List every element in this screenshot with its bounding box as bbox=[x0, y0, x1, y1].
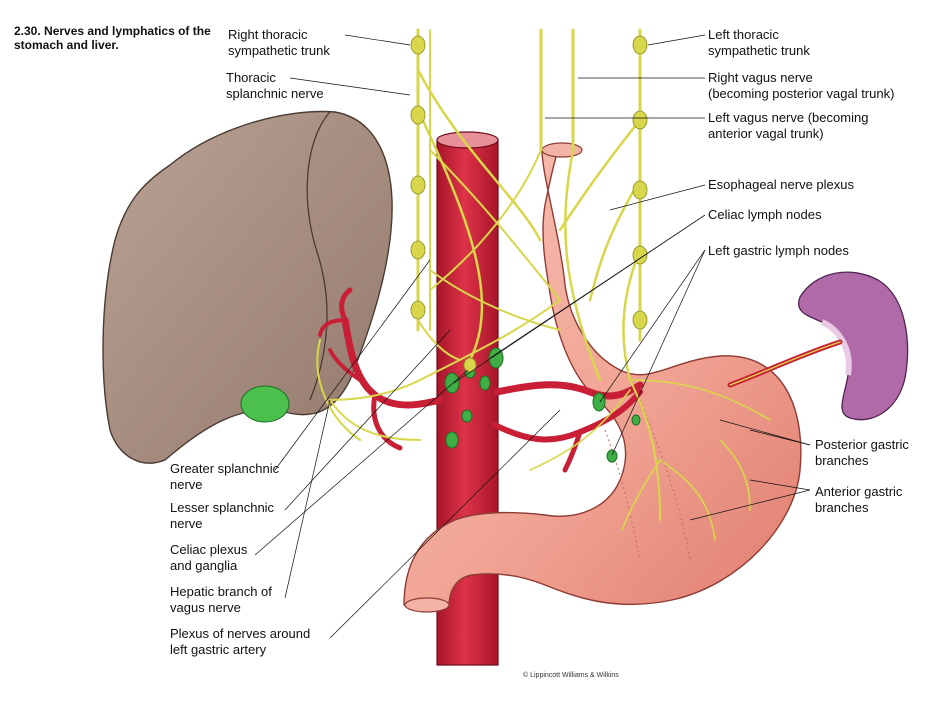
label-greater-splanchnic-nerve: Greater splanchnic nerve bbox=[170, 461, 280, 492]
label-lesser-splanchnic-nerve: Lesser splanchnic nerve bbox=[170, 500, 275, 531]
figure-title: 2.30. Nerves and lymphatics of the stoma… bbox=[14, 24, 211, 52]
label-esophageal-nerve-plexus: Esophageal nerve plexus bbox=[708, 177, 854, 192]
label-left-thoracic-sympathetic-trunk: Left thoracic sympathetic trunk bbox=[708, 27, 810, 58]
label-anterior-gastric-branches: Anterior gastric branches bbox=[815, 484, 903, 515]
label-right-vagus-nerve: Right vagus nerve (becoming posterior va… bbox=[708, 70, 895, 101]
label-right-thoracic-sympathetic-trunk: Right thoracic sympathetic trunk bbox=[228, 27, 330, 58]
nerves bbox=[316, 28, 841, 541]
label-celiac-plexus-and-ganglia: Celiac plexus and ganglia bbox=[170, 542, 248, 573]
copyright-notice: © Lippincott Williams & Wilkins bbox=[523, 672, 619, 679]
label-posterior-gastric-branches: Posterior gastric branches bbox=[815, 437, 909, 468]
sympathetic-ganglia bbox=[410, 35, 648, 373]
leader-lines bbox=[254, 34, 811, 639]
label-plexus-around-left-gastric-artery: Plexus of nerves around left gastric art… bbox=[170, 626, 311, 657]
liver bbox=[102, 110, 393, 464]
label-left-gastric-lymph-nodes: Left gastric lymph nodes bbox=[708, 243, 849, 258]
label-celiac-lymph-nodes: Celiac lymph nodes bbox=[708, 207, 822, 222]
label-hepatic-branch-of-vagus-nerve: Hepatic branch of vagus nerve bbox=[170, 584, 272, 615]
gallbladder bbox=[240, 385, 290, 423]
label-left-vagus-nerve: Left vagus nerve (becoming anterior vaga… bbox=[708, 110, 869, 141]
label-thoracic-splanchnic-nerve: Thoracic splanchnic nerve bbox=[226, 70, 324, 101]
spleen bbox=[797, 271, 909, 421]
